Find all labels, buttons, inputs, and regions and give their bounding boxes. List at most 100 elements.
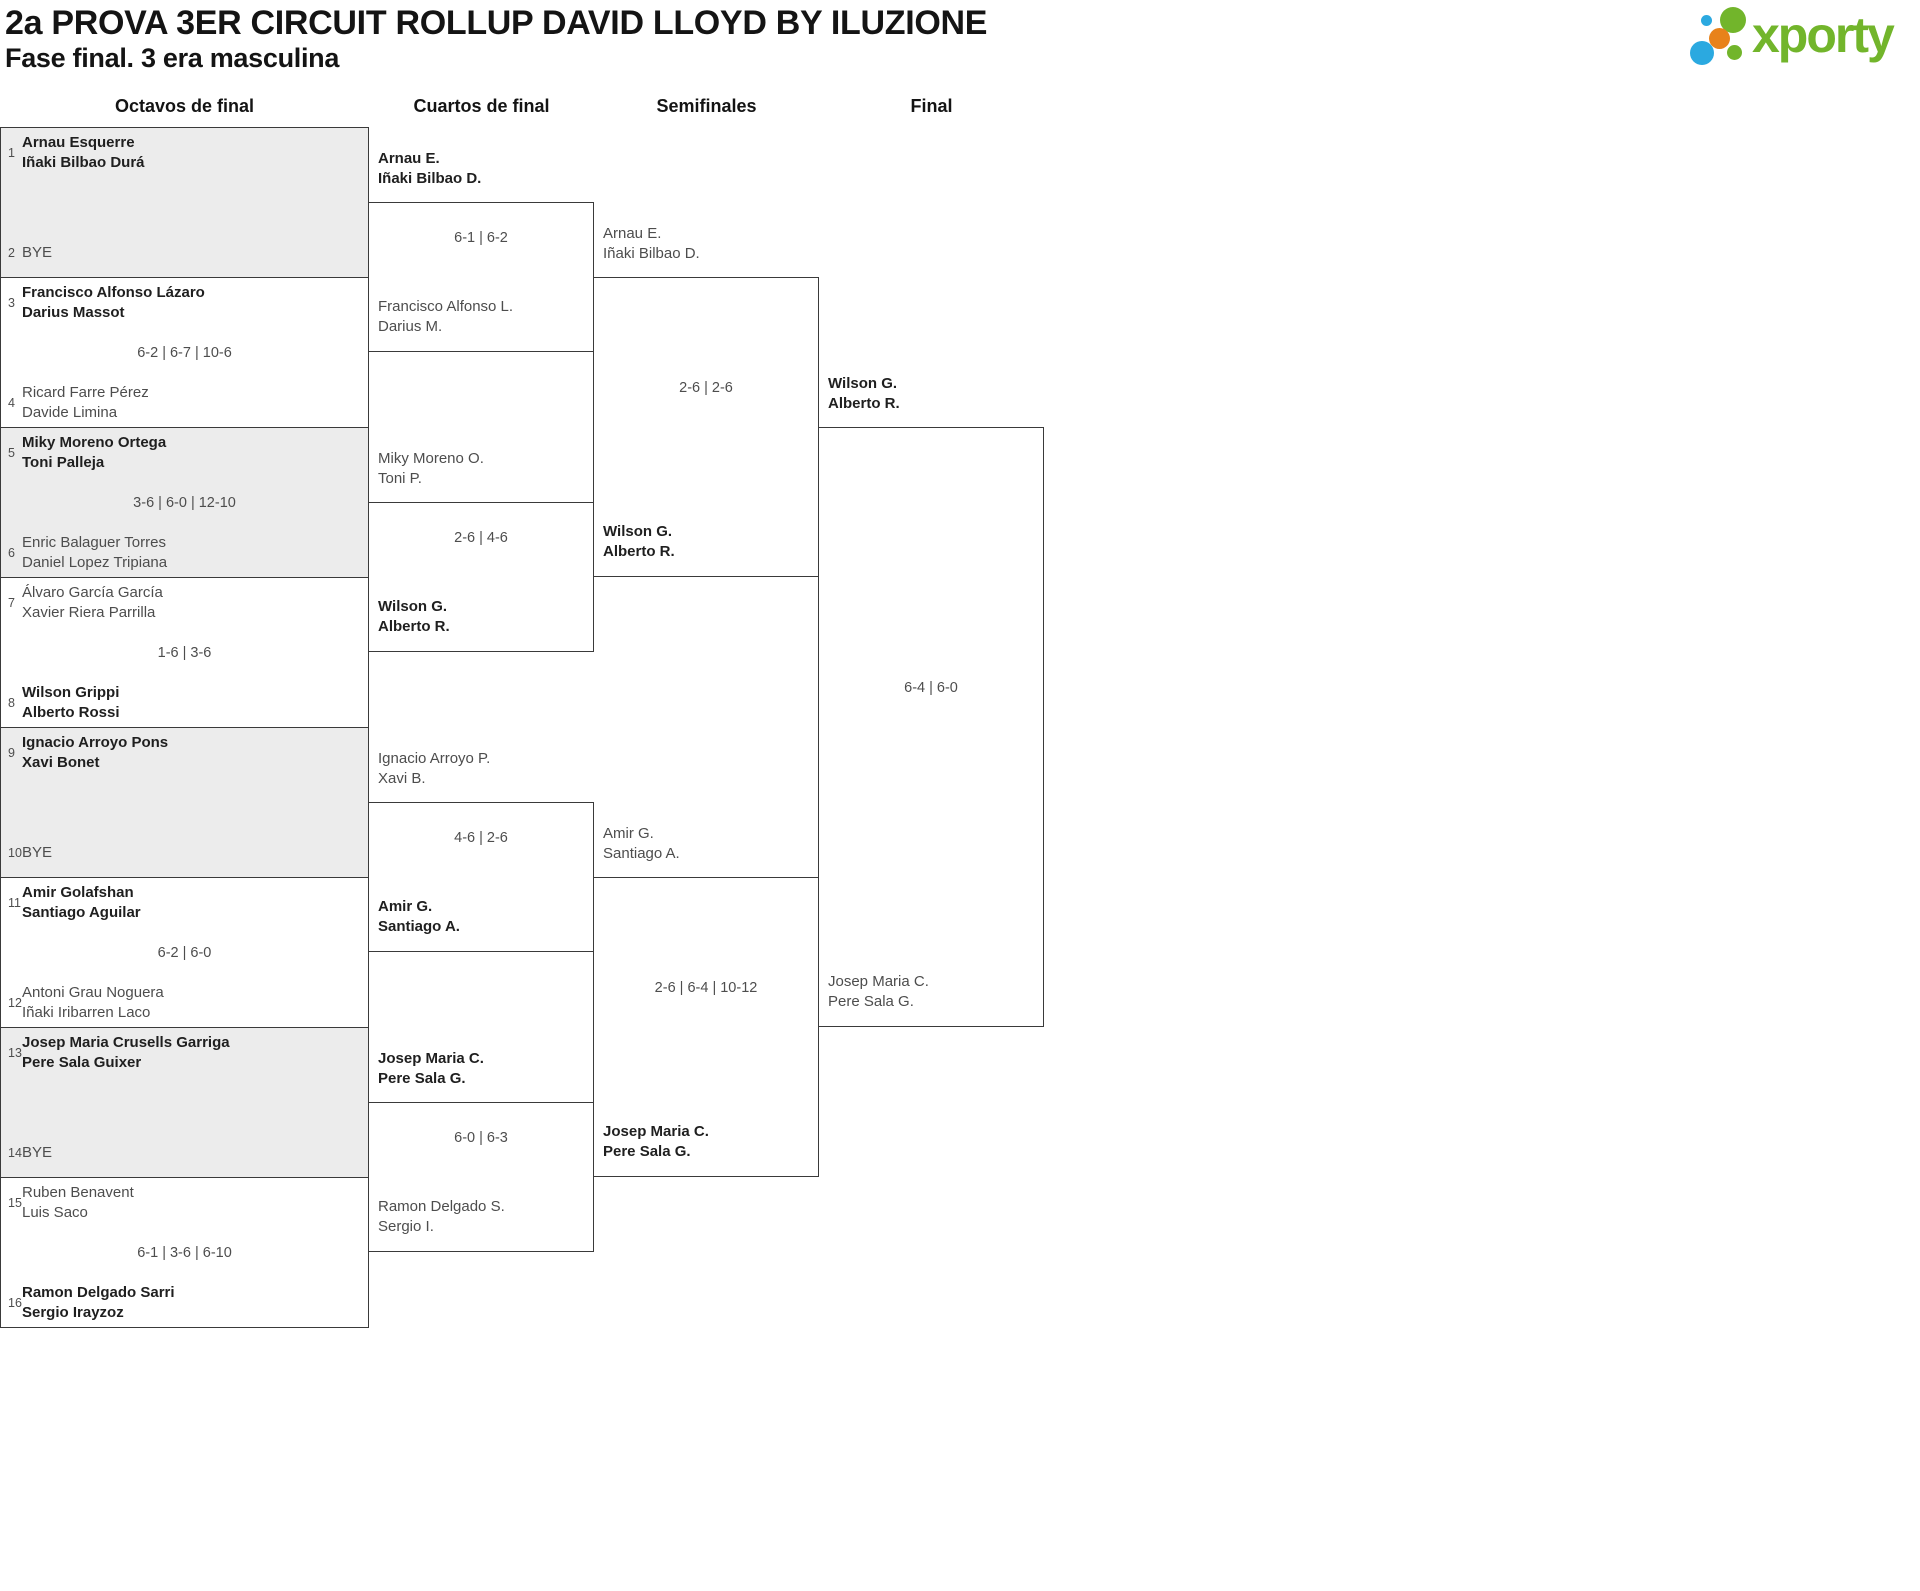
logo-dot-icon (1701, 15, 1712, 26)
match-score: 6-4 | 6-0 (904, 680, 958, 696)
team-name: Santiago Aguilar (22, 904, 141, 921)
team-name: Antoni Grau Noguera (22, 984, 164, 1001)
team-name: Darius M. (378, 318, 443, 335)
team-name: Wilson G. (378, 598, 448, 615)
team-entry: Arnau E.Iñaki Bilbao D. (601, 224, 700, 264)
team-entry: Ignacio Arroyo P.Xavi B. (376, 749, 490, 789)
team-names: Ramon Delgado S.Sergio I. (376, 1197, 505, 1237)
team-name: Iñaki Iribarren Laco (22, 1004, 151, 1021)
seed-number: 1 (8, 146, 15, 160)
team-name: Arnau E. (603, 225, 662, 242)
seed-number: 15 (8, 1196, 22, 1210)
match-score: 6-1 | 3-6 | 6-10 (137, 1244, 232, 1261)
team-names: Josep Maria C. Pere Sala G. (376, 1049, 484, 1089)
round-header-semifinales: Semifinales (656, 96, 757, 116)
team-names: Ignacio Arroyo P.Xavi B. (376, 749, 490, 789)
team-name: BYE (22, 244, 53, 261)
team-names: BYE (20, 1143, 52, 1163)
xporty-logo[interactable]: xporty (1690, 0, 1918, 78)
team-name: Sergio I. (378, 1218, 434, 1235)
team-names: Arnau E.Iñaki Bilbao D. (376, 149, 481, 189)
team-names: Amir G.Santiago A. (601, 824, 680, 864)
logo-dot-icon (1690, 41, 1714, 65)
team-name: Josep Maria Crusells Garriga (22, 1034, 230, 1051)
seed-number: 6 (8, 546, 15, 560)
match-score: 2-6 | 2-6 (679, 380, 733, 396)
team-entry: Josep Maria C.Pere Sala G. (601, 1122, 709, 1162)
page-title: 2a PROVA 3ER CIRCUIT ROLLUP DAVID LLOYD … (5, 4, 988, 42)
seed-number: 13 (8, 1046, 22, 1060)
match-score: 6-1 | 6-2 (454, 230, 508, 246)
seed-number: 14 (8, 1146, 22, 1160)
team-name: Sergio Irayzoz (22, 1304, 124, 1321)
page-subtitle: Fase final. 3 era masculina (5, 43, 340, 73)
team-name: Iñaki Bilbao D. (378, 170, 482, 187)
team-entry: Josep Maria C.Pere Sala G. (826, 972, 929, 1012)
team-name: Alberto R. (378, 618, 450, 635)
team-name: Alberto R. (603, 543, 675, 560)
team-names: Francisco Alfonso L.Darius M. (376, 297, 513, 337)
team-name: Pere Sala Guixer (22, 1054, 142, 1071)
team-entry: Ramon Delgado S.Sergio I. (376, 1197, 505, 1237)
team-name: Ignacio Arroyo P. (378, 750, 491, 767)
team-name: Ignacio Arroyo Pons (22, 734, 169, 751)
team-name: Josep Maria C. (378, 1050, 484, 1067)
team-name: Pere Sala G. (378, 1070, 466, 1087)
team-name: Pere Sala G. (828, 993, 914, 1010)
team-entry: Amir G.Santiago A. (601, 824, 680, 864)
team-names: Wilson G. Alberto R. (376, 597, 450, 637)
match-score: 3-6 | 6-0 | 12-10 (133, 494, 236, 511)
round-header-octavos: Octavos de final (114, 96, 255, 116)
team-name: Álvaro García García (22, 584, 163, 601)
logo-wordmark: xporty (1752, 7, 1895, 63)
team-name: Pere Sala G. (603, 1143, 691, 1160)
team-name: Wilson G. (603, 523, 673, 540)
team-names: BYE (20, 243, 52, 263)
logo-dot-icon (1727, 45, 1742, 60)
team-name: Amir G. (378, 898, 433, 915)
team-name: Alberto R. (828, 395, 900, 412)
team-names: Wilson G.Alberto R. (826, 374, 900, 414)
team-name: Enric Balaguer Torres (22, 534, 166, 551)
team-name: Darius Massot (22, 304, 125, 321)
team-entry: Arnau E.Iñaki Bilbao D. (376, 149, 481, 189)
team-name: Davide Limina (22, 404, 118, 421)
